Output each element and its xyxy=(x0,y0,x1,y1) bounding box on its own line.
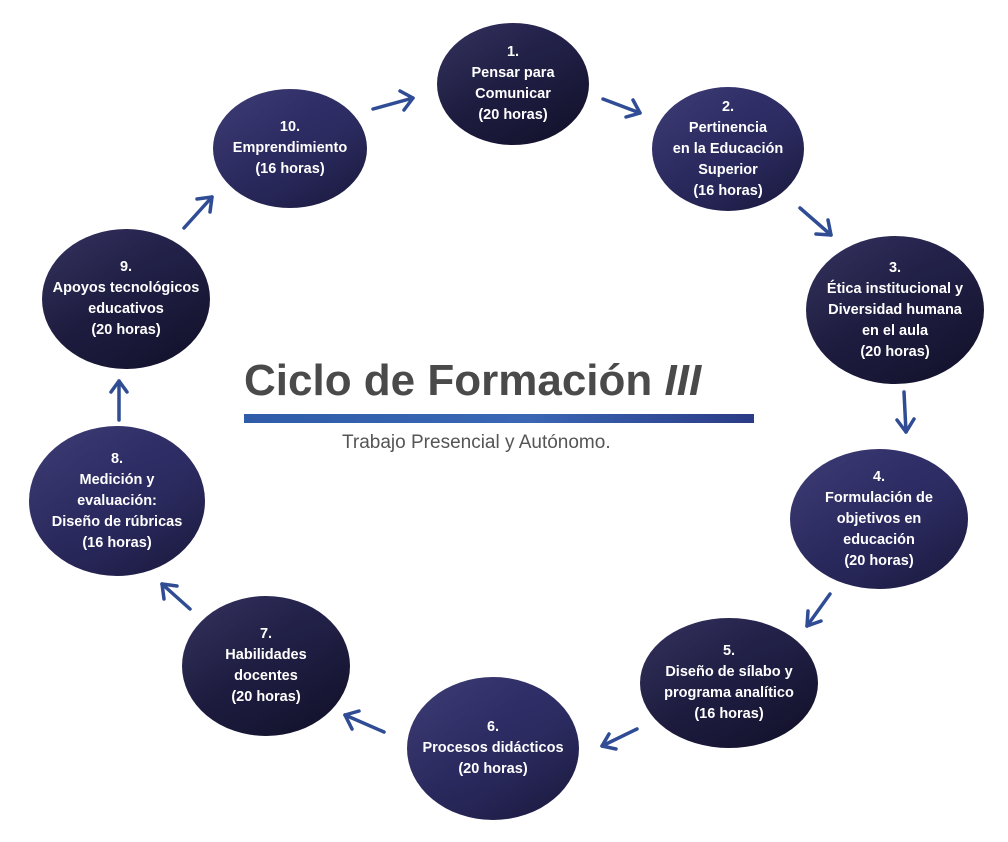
node-7-habilidades-docentes: 7. Habilidades docentes (20 horas) xyxy=(182,596,350,736)
node-2-line-4: Superior xyxy=(698,161,758,178)
arrow-1-to-2 xyxy=(601,97,642,119)
node-8-line-4: Diseño de rúbricas xyxy=(51,513,183,530)
node-10-line-2: Emprendimiento xyxy=(232,140,348,156)
arrow-2-to-3 xyxy=(798,206,833,237)
node-2-pertinencia: 2. Pertinencia en la Educación Superior … xyxy=(652,87,804,211)
node-6-line-2: Procesos didácticos xyxy=(422,740,564,756)
node-1-line-3: Comunicar xyxy=(475,86,551,102)
node-8-line-2: Medición y xyxy=(79,471,155,488)
node-7-line-1: 7. xyxy=(259,626,273,642)
node-5-line-2: Diseño de sílabo y xyxy=(665,664,793,680)
arrow-5-to-6 xyxy=(600,727,639,751)
title-main: Ciclo de Formación xyxy=(244,356,653,405)
node-4-line-3: objetivos en xyxy=(836,510,922,527)
node-4-line-2: Formulación de xyxy=(825,489,933,506)
node-8-medicion-y-evaluacion: 8. Medición y evaluación: Diseño de rúbr… xyxy=(29,426,205,576)
arrow-4-to-5 xyxy=(805,592,832,628)
arrow-10-to-1 xyxy=(371,89,415,112)
arrow-8-to-9 xyxy=(109,379,129,422)
title-roman-numeral: III xyxy=(664,356,702,405)
node-5-line-3: programa analítico xyxy=(664,685,794,701)
node-2-line-5: (16 horas) xyxy=(693,182,763,199)
node-3-line-5: (20 horas) xyxy=(860,343,930,360)
node-3-line-1: 3. xyxy=(888,259,902,276)
node-9-line-3: educativos xyxy=(88,301,164,317)
node-3-line-2: Ética institucional y xyxy=(826,280,964,297)
node-10-line-3: (16 horas) xyxy=(255,161,325,177)
node-8-line-1: 8. xyxy=(110,450,124,467)
diagram-title: Ciclo de Formación III xyxy=(244,352,764,410)
node-4-line-1: 4. xyxy=(872,468,886,485)
node-2-line-3: en la Educación xyxy=(672,140,784,157)
node-8-line-3: evaluación: xyxy=(77,492,157,509)
title-underline-bar xyxy=(244,414,754,423)
node-9-line-2: Apoyos tecnológicos xyxy=(52,280,200,296)
node-9-line-4: (20 horas) xyxy=(91,322,161,338)
node-8-line-5: (16 horas) xyxy=(82,534,152,551)
arrow-7-to-8 xyxy=(160,582,192,611)
node-4-line-5: (20 horas) xyxy=(844,552,914,569)
node-4-line-4: educación xyxy=(843,531,915,548)
node-1-line-2: Pensar para xyxy=(471,65,555,81)
node-2-line-1: 2. xyxy=(721,98,735,115)
node-7-line-4: (20 horas) xyxy=(231,689,301,705)
node-1-line-1: 1. xyxy=(506,44,520,60)
node-9-line-1: 9. xyxy=(119,259,133,275)
node-2-line-2: Pertinencia xyxy=(688,119,768,136)
node-6-line-3: (20 horas) xyxy=(458,761,528,777)
node-9-apoyos-tecnologicos: 9. Apoyos tecnológicos educativos (20 ho… xyxy=(42,229,210,369)
node-3-line-4: en el aula xyxy=(861,322,929,339)
arrow-9-to-10 xyxy=(182,195,214,230)
node-6-line-1: 6. xyxy=(486,719,500,735)
node-3-etica-institucional: 3. Ética institucional y Diversidad huma… xyxy=(806,236,984,384)
node-10-emprendimiento: 10. Emprendimiento (16 horas) xyxy=(213,89,367,208)
node-5-line-1: 5. xyxy=(722,643,736,659)
node-5-diseno-de-silabo: 5. Diseño de sílabo y programa analítico… xyxy=(640,618,818,748)
arrow-6-to-7 xyxy=(343,709,386,734)
node-7-line-2: Habilidades xyxy=(225,647,307,663)
node-1-line-4: (20 horas) xyxy=(478,107,548,123)
node-1-pensar-para-comunicar: 1. Pensar para Comunicar (20 horas) xyxy=(437,23,589,145)
node-3-line-3: Diversidad humana xyxy=(828,301,962,318)
node-4-formulacion-de-objetivos: 4. Formulación de objetivos en educación… xyxy=(790,449,968,589)
node-7-line-3: docentes xyxy=(234,668,298,684)
node-10-line-1: 10. xyxy=(279,119,301,135)
node-6-procesos-didacticos: 6. Procesos didácticos (20 horas) xyxy=(407,677,579,820)
diagram-subtitle: Trabajo Presencial y Autónomo. xyxy=(342,432,611,453)
arrow-3-to-4 xyxy=(895,390,916,434)
node-5-line-4: (16 horas) xyxy=(694,706,764,722)
